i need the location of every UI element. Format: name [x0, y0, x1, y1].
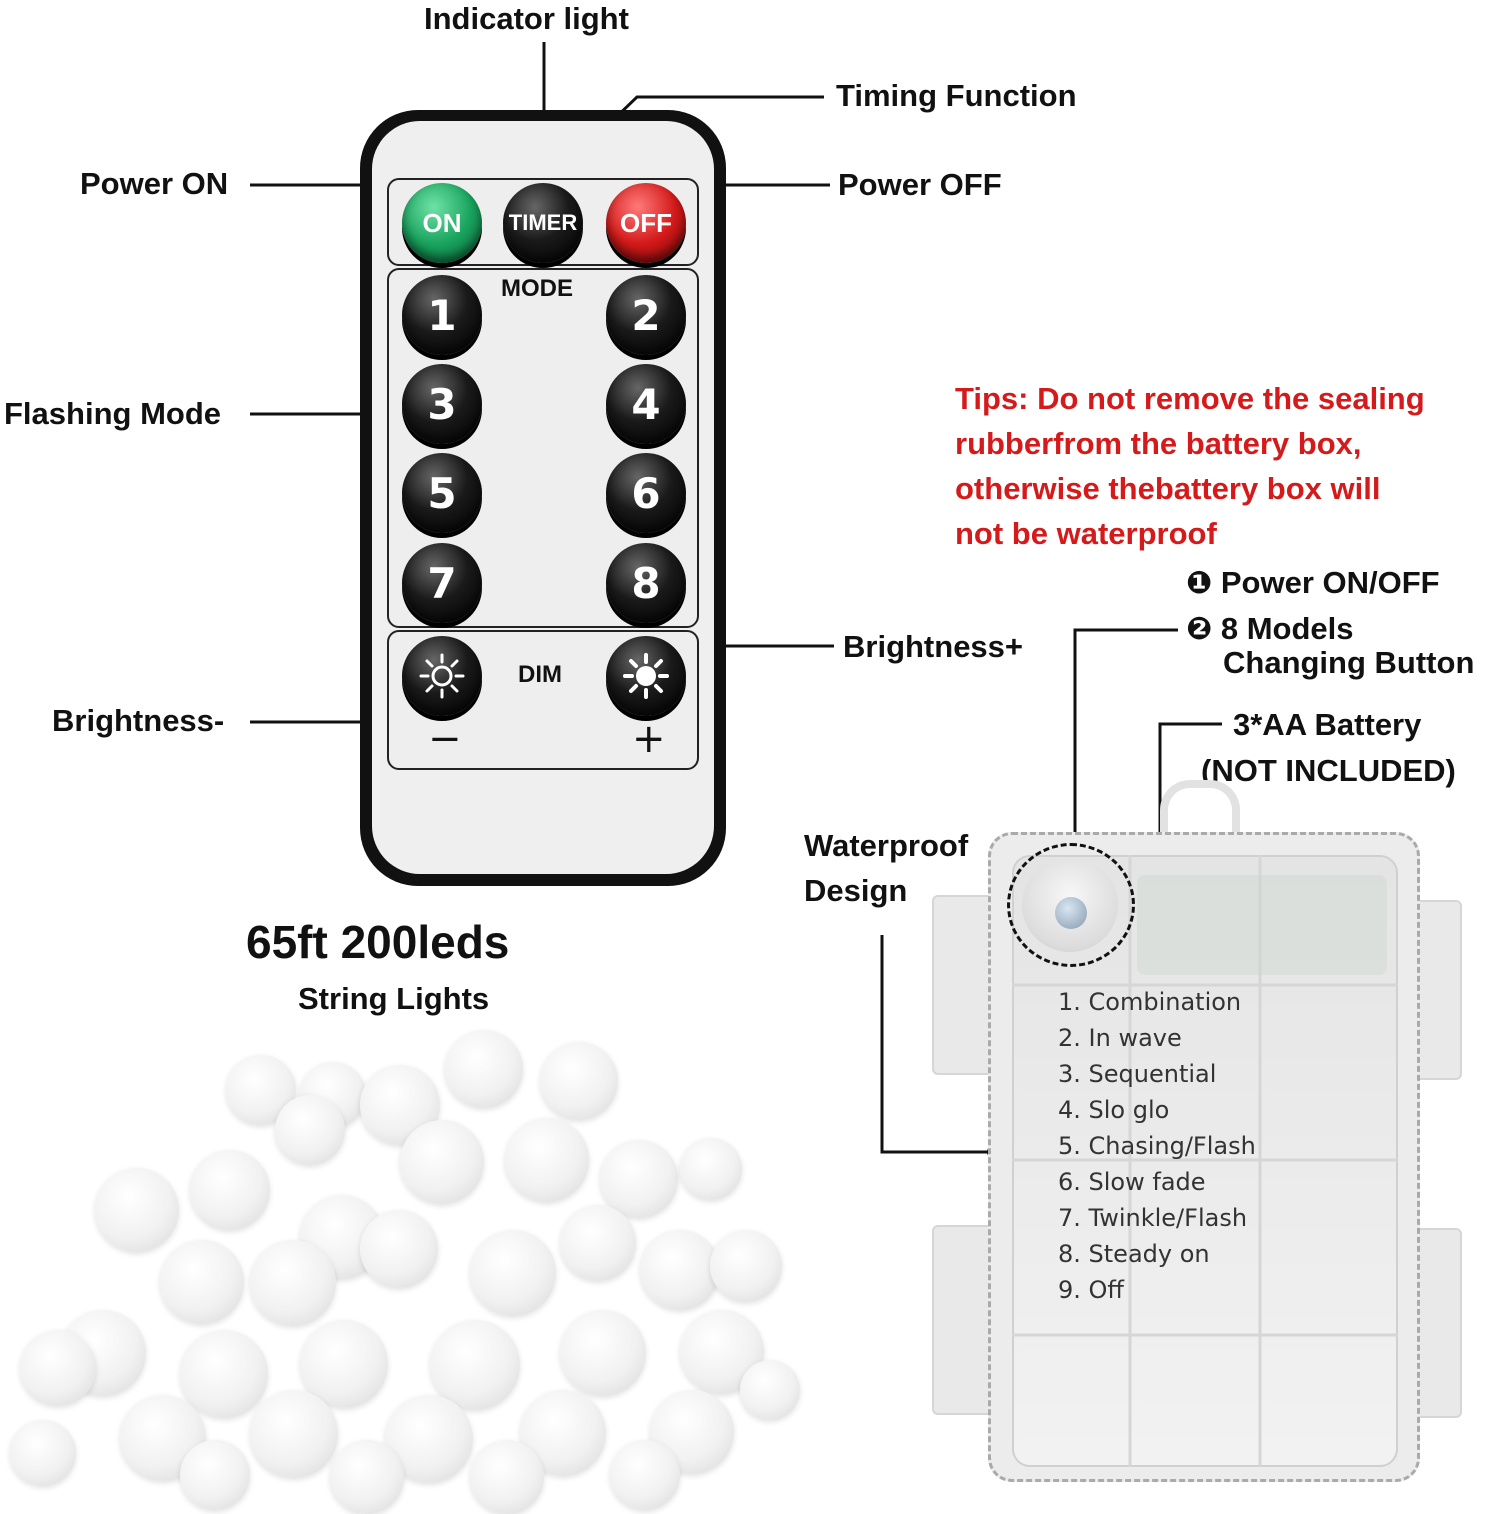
- timing-function-label: Timing Function: [836, 78, 1077, 113]
- feature-2-line1: 8 Models: [1220, 611, 1354, 646]
- mode-item: 3. Sequential: [1058, 1060, 1217, 1088]
- brightness-down-button[interactable]: [402, 636, 482, 716]
- light-bulb: [430, 1320, 520, 1410]
- sun-filled-icon: [623, 653, 669, 699]
- mode-item: 8. Steady on: [1058, 1240, 1210, 1268]
- light-bulb: [640, 1230, 720, 1310]
- mode-button-6[interactable]: 6: [606, 453, 686, 533]
- minus-sign: −: [428, 716, 462, 762]
- mode-item: 5. Chasing/Flash: [1058, 1132, 1256, 1160]
- light-bulb: [360, 1210, 438, 1288]
- battery-line2: (NOT INCLUDED): [1201, 753, 1456, 788]
- brightness-up-button[interactable]: [606, 636, 686, 716]
- light-bulb: [300, 1320, 388, 1408]
- on-button[interactable]: ON: [402, 183, 482, 263]
- brightness-plus-label: Brightness+: [843, 629, 1024, 664]
- power-on-label: Power ON: [80, 166, 229, 201]
- light-bulb: [250, 1390, 338, 1478]
- light-bulb: [95, 1168, 179, 1252]
- mode-list: 1. Combination 2. In wave 3. Sequential …: [1058, 984, 1256, 1308]
- tips-line: otherwise thebattery box will: [955, 471, 1381, 506]
- waterproof-line2: Design: [804, 873, 908, 908]
- light-bulb: [250, 1240, 336, 1326]
- light-bulb: [330, 1440, 404, 1514]
- light-bulb: [505, 1118, 589, 1202]
- indicator-light-label: Indicator light: [424, 1, 629, 36]
- mode-item: 6. Slow fade: [1058, 1168, 1206, 1196]
- dim-label: DIM: [518, 661, 562, 688]
- light-bulb: [560, 1310, 646, 1396]
- mode-label: MODE: [501, 275, 573, 302]
- tips-line: not be waterproof: [955, 516, 1217, 551]
- mode-item: 9. Off: [1058, 1276, 1124, 1304]
- battery-line1: 3*AA Battery: [1233, 707, 1422, 742]
- light-bulb: [470, 1230, 556, 1316]
- light-bulb: [610, 1440, 680, 1510]
- light-bulb: [740, 1360, 800, 1420]
- mode-button-5[interactable]: 5: [402, 453, 482, 533]
- mode-item: 2. In wave: [1058, 1024, 1182, 1052]
- mode-item: 1. Combination: [1058, 988, 1242, 1016]
- light-bulb: [10, 1420, 76, 1486]
- battery-box-ribs: [1012, 855, 1398, 1467]
- mode-button-3[interactable]: 3: [402, 364, 482, 444]
- box-indicator-dot: [1055, 897, 1087, 929]
- timer-button[interactable]: TIMER: [503, 183, 583, 263]
- tips-line: Tips: Do not remove the sealing: [955, 381, 1425, 416]
- light-bulb: [400, 1120, 484, 1204]
- mode-button-4[interactable]: 4: [606, 364, 686, 444]
- flashing-mode-label: Flashing Mode: [4, 396, 221, 431]
- mode-button-8[interactable]: 8: [606, 543, 686, 623]
- light-bulb: [160, 1240, 244, 1324]
- mode-item: 4. Slo glo: [1058, 1096, 1170, 1124]
- light-bulb: [540, 1042, 618, 1120]
- product-subtitle: String Lights: [298, 981, 490, 1016]
- light-bulb: [680, 1138, 742, 1200]
- light-bulb: [180, 1440, 250, 1510]
- light-bulb: [190, 1150, 270, 1230]
- waterproof-tips: Tips: Do not remove the sealing rubberfr…: [955, 376, 1495, 556]
- feature-2-label: ❷ 8 Models: [1186, 611, 1354, 647]
- light-bulb: [600, 1140, 678, 1218]
- feature-2-marker: ❷: [1186, 611, 1213, 646]
- mode-button-2[interactable]: 2: [606, 275, 686, 355]
- feature-1-marker: ❶: [1186, 565, 1213, 600]
- mode-button-1[interactable]: 1: [402, 275, 482, 355]
- box-hanging-loop: [1160, 780, 1240, 840]
- plus-sign: +: [632, 716, 666, 762]
- light-bulb: [20, 1330, 96, 1406]
- brightness-minus-label: Brightness-: [52, 703, 225, 738]
- product-title: 65ft 200leds: [246, 916, 510, 968]
- light-bulb: [445, 1030, 523, 1108]
- light-bulb: [710, 1230, 782, 1302]
- sun-outline-icon: [419, 653, 465, 699]
- light-bulb: [180, 1330, 268, 1418]
- light-bulb: [275, 1095, 345, 1165]
- light-bulb: [560, 1205, 636, 1281]
- tips-line: rubberfrom the battery box,: [955, 426, 1362, 461]
- feature-1-label: ❶ Power ON/OFF: [1186, 565, 1440, 601]
- waterproof-line1: Waterproof: [804, 828, 969, 863]
- power-button-highlight: [1007, 843, 1135, 967]
- mode-button-7[interactable]: 7: [402, 543, 482, 623]
- light-bulb: [470, 1440, 544, 1514]
- power-off-label: Power OFF: [838, 167, 1002, 202]
- mode-item: 7. Twinkle/Flash: [1058, 1204, 1248, 1232]
- feature-2-line2: Changing Button: [1223, 645, 1475, 680]
- feature-1-text: Power ON/OFF: [1220, 565, 1440, 600]
- off-button[interactable]: OFF: [606, 183, 686, 263]
